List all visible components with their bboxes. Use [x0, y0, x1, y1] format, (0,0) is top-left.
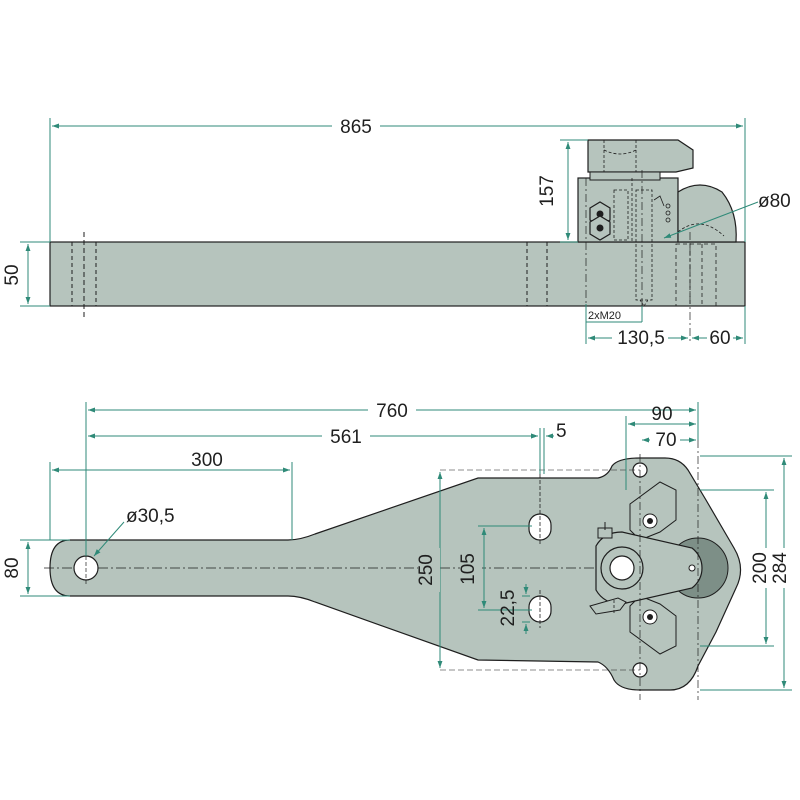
dim-label: 284: [770, 552, 791, 584]
dim-80: 80: [2, 539, 70, 597]
dim-label: 760: [376, 401, 408, 422]
dim-label: 50: [2, 264, 23, 285]
coupling-bracket: [629, 481, 677, 541]
dim-thread: 2xM20: [586, 306, 643, 323]
coupling-ball: [677, 184, 737, 243]
dim-760: 760: [85, 398, 699, 556]
dim-label: 561: [330, 427, 362, 448]
bolt: [675, 243, 717, 307]
dim-label: ø30,5: [126, 506, 175, 527]
dim-284: 284: [700, 455, 796, 691]
spring-clip: [589, 597, 627, 615]
dim-300: 300: [49, 450, 293, 540]
dim-label: 157: [537, 175, 558, 207]
side-bar: [49, 241, 746, 307]
dim-60: 60: [692, 306, 746, 349]
dim-label: 105: [458, 553, 479, 585]
dim-label: 2xM20: [588, 310, 621, 322]
dim-157: 157: [537, 139, 588, 243]
dim-250: 250: [416, 472, 443, 668]
dim-105: 105: [458, 525, 532, 611]
dim-130-5: 130,5: [585, 304, 688, 349]
dim-label: 250: [416, 554, 437, 586]
dim-50: 50: [2, 241, 50, 307]
dim-label: 5: [556, 421, 567, 442]
top-view: 760 561 300 5 90 70: [2, 398, 796, 700]
coupling-bracket: [629, 595, 677, 655]
dim-label: 200: [750, 552, 771, 584]
dim-label: 70: [655, 430, 676, 451]
dim-90: 90: [625, 404, 696, 490]
dim-label: 300: [191, 450, 223, 471]
dim-label: 60: [709, 328, 730, 349]
dim-ball-diameter: ø80: [663, 191, 791, 239]
dim-5: 5: [520, 421, 567, 474]
side-view: 865 157 50 ø80 2xM20 130,5: [2, 114, 791, 349]
dim-label: 130,5: [617, 328, 665, 349]
drawbar-plate: [49, 457, 742, 691]
dim-865: 865: [49, 114, 746, 242]
dim-70: 70: [642, 428, 696, 451]
dim-label: 22,5: [498, 590, 519, 627]
dim-label: 90: [651, 404, 672, 425]
dim-hole-diameter: ø30,5: [93, 506, 175, 557]
dim-label: 80: [2, 557, 23, 578]
dim-label: 865: [340, 117, 372, 138]
coupling-lever: [587, 139, 694, 173]
dim-label: ø80: [758, 191, 791, 212]
dim-22-5: 22,5: [498, 584, 530, 634]
dim-561: 561: [88, 424, 541, 474]
